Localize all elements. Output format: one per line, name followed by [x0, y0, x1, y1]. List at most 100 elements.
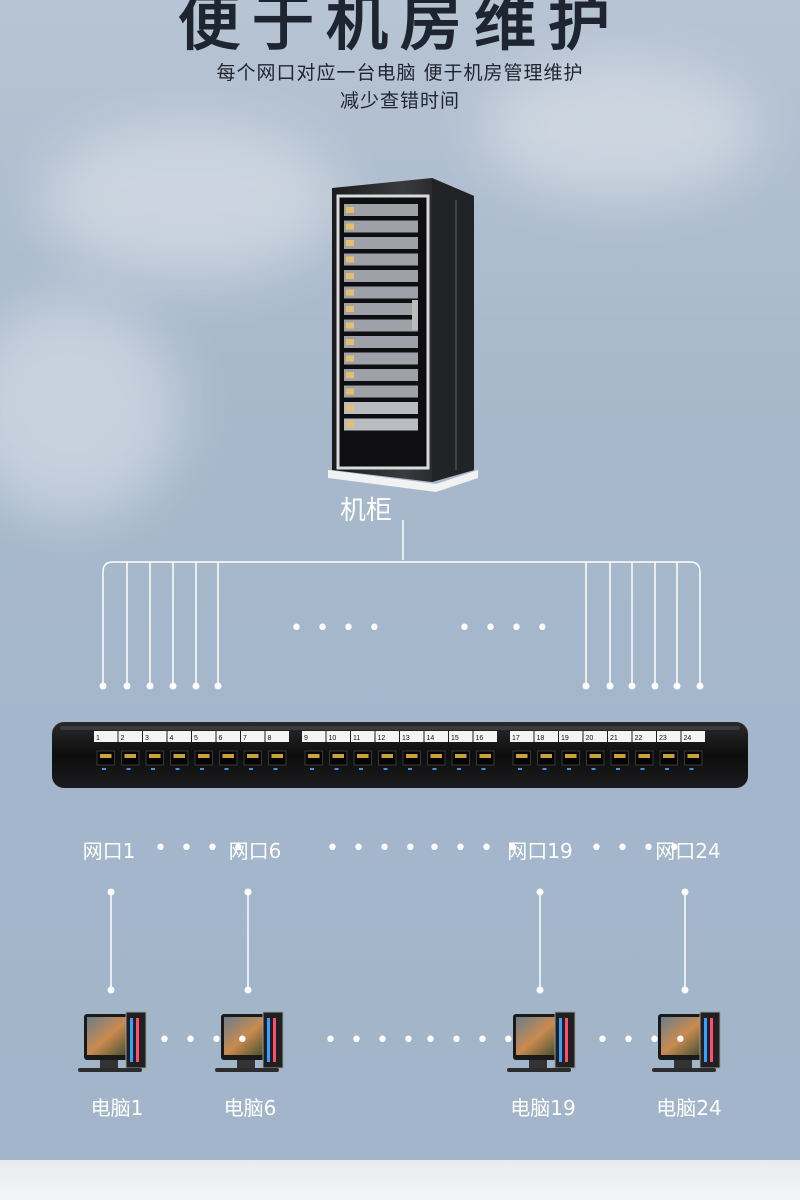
- port-ellipsis-2: • • • •: [326, 836, 420, 861]
- port-number-strip: [681, 731, 705, 742]
- rack-unit-indicator: [346, 322, 354, 329]
- port-number-strip: [265, 731, 289, 742]
- port-number-strip: [424, 731, 448, 742]
- tree-ellipsis-right: • • • •: [458, 616, 552, 641]
- port-led: [408, 768, 412, 770]
- port-number-strip: [559, 731, 583, 742]
- rack-unit: [344, 319, 418, 332]
- port-number-strip: [632, 731, 656, 742]
- computer-icon: [78, 1011, 147, 1072]
- port-number: 18: [537, 735, 545, 742]
- port-number: 9: [304, 735, 308, 742]
- rack-unit-indicator: [346, 207, 354, 213]
- rack-unit-indicator: [346, 339, 354, 345]
- rj45-pins: [455, 754, 467, 758]
- computer-icon: [652, 1011, 721, 1072]
- connection-tree: [102, 520, 701, 686]
- port-number-strip: [143, 731, 167, 742]
- port-label-19: 网口19: [507, 839, 573, 863]
- port-number: 13: [402, 735, 410, 742]
- computer-ellipsis-3: • • • •: [424, 1028, 518, 1053]
- port-label-6: 网口6: [228, 839, 282, 863]
- port-number-strip: [216, 731, 240, 742]
- background-mist: [0, 300, 180, 520]
- rj45-pins: [565, 754, 577, 758]
- port-number-strip: [449, 731, 473, 742]
- cabinet-label: 机柜: [339, 496, 393, 526]
- port-number-strip: [118, 731, 142, 742]
- rj45-pins: [687, 754, 699, 758]
- computer-label-6: 电脑6: [223, 1096, 277, 1120]
- port-led: [567, 768, 571, 770]
- port-led: [200, 768, 204, 770]
- server-rack-icon: [328, 178, 478, 492]
- rj45-pins: [308, 754, 320, 758]
- computer-ellipsis-2: • • • •: [324, 1028, 418, 1053]
- port-number: 22: [635, 735, 643, 742]
- rj45-pins: [357, 754, 369, 758]
- connection-endpoints: [99, 682, 704, 690]
- rj45-pins: [124, 754, 136, 758]
- port-number: 21: [610, 735, 618, 742]
- port-led: [640, 768, 645, 770]
- rj45-pins: [198, 754, 210, 758]
- port-number-strip: [534, 731, 558, 742]
- rack-unit-indicator: [346, 355, 354, 362]
- rack-unit-indicator: [346, 372, 354, 378]
- rack-unit: [344, 253, 418, 266]
- port-number-strip: [473, 731, 497, 742]
- bottom-marble-band: [0, 1160, 800, 1200]
- port-led: [518, 768, 522, 770]
- rj45-pins: [222, 754, 234, 758]
- port-led: [224, 768, 229, 770]
- rack-unit-indicator: [346, 256, 354, 263]
- port-number-strip: [302, 731, 326, 742]
- rack-unit: [344, 369, 418, 381]
- port-number: 17: [512, 735, 520, 742]
- port-number-strip: [326, 731, 350, 742]
- port-led: [383, 768, 388, 770]
- rack-unit-indicator: [346, 240, 354, 246]
- computer-label-1: 电脑1: [90, 1096, 144, 1120]
- port-led: [102, 768, 106, 770]
- rack-units: [344, 204, 418, 431]
- rj45-pins: [589, 754, 601, 758]
- rj45-pins: [173, 754, 185, 758]
- port-number-strip: [400, 731, 424, 742]
- rack-unit: [344, 286, 418, 299]
- rack-unit: [344, 402, 418, 414]
- port-ellipsis-1: • • • •: [154, 836, 248, 861]
- port-led: [432, 768, 437, 770]
- subtitle-line-2: 减少查错时间: [339, 90, 460, 112]
- port-number-strip: [241, 731, 265, 742]
- rj45-pins: [247, 754, 259, 758]
- port-number: 7: [243, 735, 247, 742]
- rack-unit: [344, 336, 418, 348]
- port-number-strip: [192, 731, 216, 742]
- port-number: 6: [219, 735, 223, 742]
- computer-label-24: 电脑24: [656, 1096, 722, 1120]
- port-number: 12: [378, 735, 386, 742]
- port-number: 5: [194, 735, 198, 742]
- port-number: 14: [427, 735, 435, 742]
- subtitle-line-1: 每个网口对应一台电脑 便于机房管理维护: [216, 62, 584, 84]
- rj45-pins: [540, 754, 552, 758]
- port-number: 11: [353, 735, 360, 742]
- rack-unit-indicator: [346, 421, 354, 428]
- port-number-strip: [375, 731, 399, 742]
- port-led: [616, 768, 620, 770]
- rj45-pins: [381, 754, 393, 758]
- rack-unit: [344, 385, 418, 398]
- rack-unit-indicator: [346, 405, 354, 411]
- computer-icon: [507, 1011, 576, 1072]
- rack-unit: [344, 237, 418, 249]
- computer-ellipsis-4: • • • •: [596, 1028, 690, 1053]
- port-number-strip: [583, 731, 607, 742]
- computer-ellipsis-1: • • • •: [158, 1028, 252, 1053]
- rj45-pins: [100, 754, 112, 758]
- rj45-pins: [516, 754, 528, 758]
- port-number: 20: [586, 735, 594, 742]
- rack-unit: [344, 303, 418, 315]
- background-mist: [40, 120, 340, 280]
